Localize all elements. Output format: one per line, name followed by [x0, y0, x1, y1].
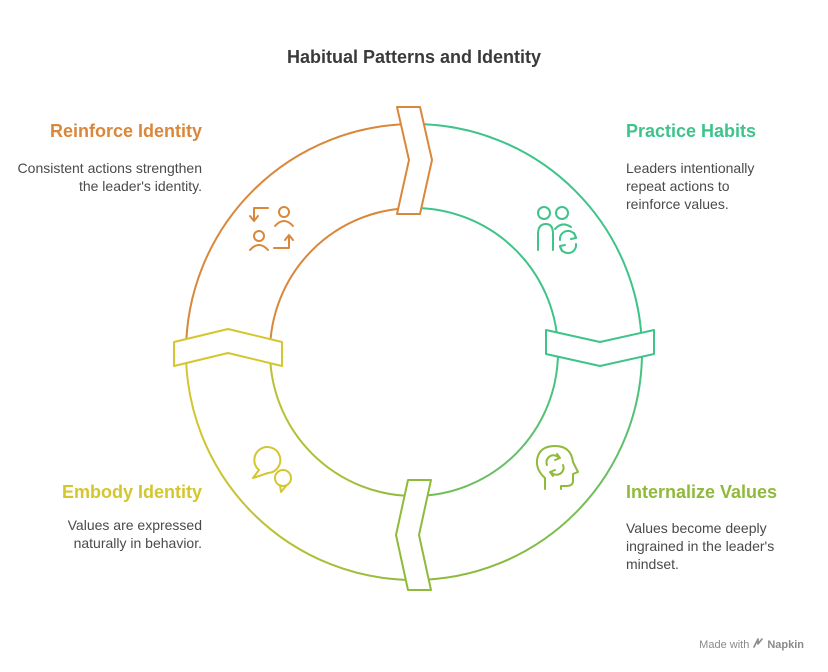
page-title: Habitual Patterns and Identity [286, 47, 542, 67]
ring-segment-embody [184, 351, 415, 582]
ring-segment-practice [413, 122, 644, 353]
napkin-logo-icon [752, 637, 764, 652]
arrow-left [173, 328, 283, 367]
stage-description-reinforce: Consistent actions strengthen the leader… [17, 160, 202, 194]
stage-description-practice: Leaders intentionally repeat actions to … [626, 160, 755, 212]
stage-heading-practice: Practice Habits [626, 121, 757, 141]
users-cycle-icon [537, 206, 578, 255]
stage-description-internalize: Values become deeply ingrained in the le… [626, 520, 775, 572]
stage-heading-internalize: Internalize Values [626, 482, 778, 502]
arrow-top [396, 106, 433, 215]
stage-description-embody: Values are expressed naturally in behavi… [67, 517, 202, 551]
ring-segment-reinforce [184, 122, 415, 353]
watermark: Made with Napkin [699, 637, 804, 652]
stage-heading-embody: Embody Identity [61, 482, 202, 502]
swap-users-icon [249, 206, 294, 251]
watermark-brand: Napkin [767, 638, 804, 651]
ring-segment-internalize [413, 351, 644, 582]
head-cycle-icon [535, 445, 579, 490]
arrow-bottom [395, 479, 432, 591]
speech-bubbles-icon [252, 446, 292, 493]
stage-heading-reinforce: Reinforce Identity [49, 121, 202, 141]
arrow-right [545, 329, 655, 367]
watermark-prefix: Made with [699, 638, 750, 651]
